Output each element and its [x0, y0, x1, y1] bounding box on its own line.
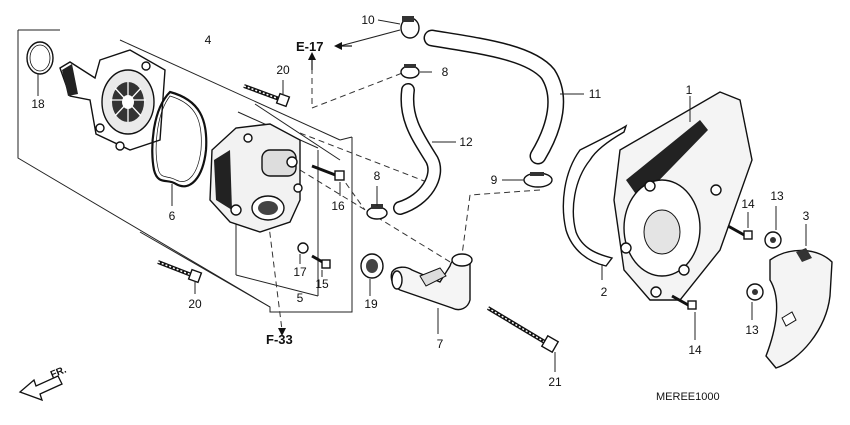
clamp-8-top [400, 64, 432, 79]
cover-gasket-2 [562, 124, 628, 280]
label-16: 16 [331, 199, 345, 213]
bolt-14-top [727, 212, 753, 240]
bolt-15 [311, 254, 331, 277]
label-7: 7 [437, 337, 444, 351]
ref-e17: E-17 [296, 39, 323, 54]
label-20-bottom: 20 [188, 297, 202, 311]
label-18: 18 [31, 97, 45, 111]
front-label: FR. [49, 364, 68, 380]
ref-f33: F-33 [266, 332, 293, 347]
hose-11 [423, 29, 584, 165]
o-ring-18 [26, 41, 54, 96]
label-2: 2 [601, 285, 608, 299]
label-13-bottom: 13 [745, 323, 759, 337]
label-19: 19 [364, 297, 378, 311]
gasket-6 [151, 90, 208, 206]
label-20-top: 20 [276, 63, 290, 77]
bolt-20-bottom [157, 260, 203, 294]
label-3: 3 [803, 209, 810, 223]
seal-19 [360, 253, 384, 296]
washer-17 [297, 242, 309, 264]
water-pump-body [59, 49, 166, 151]
hose-12 [393, 83, 456, 215]
label-14-top: 14 [741, 197, 755, 211]
label-5: 5 [297, 291, 304, 305]
label-17: 17 [293, 265, 307, 279]
bolt-21 [486, 306, 560, 372]
label-13-top: 13 [770, 189, 784, 203]
label-8-top: 8 [442, 65, 449, 79]
label-12: 12 [459, 135, 473, 149]
label-4: 4 [205, 33, 212, 47]
label-10: 10 [361, 13, 375, 27]
water-pump-cover-1 [613, 91, 753, 301]
grommet-13-top [764, 206, 782, 249]
arrow-e17 [334, 42, 352, 50]
clamp-10 [339, 16, 420, 47]
bolt-16 [311, 164, 345, 196]
label-9: 9 [491, 173, 498, 187]
label-15: 15 [315, 277, 329, 291]
label-11: 11 [589, 87, 602, 101]
bolt-14-bottom [671, 294, 697, 340]
label-14-bottom: 14 [688, 343, 702, 357]
arrow-up-e17 [308, 52, 316, 70]
clamp-8-bottom [366, 186, 388, 220]
side-cover-3 [765, 224, 833, 369]
arrow-f33 [278, 328, 286, 336]
clamp-9 [502, 172, 553, 188]
label-21: 21 [548, 375, 562, 389]
label-8-bottom: 8 [374, 169, 381, 183]
label-1: 1 [686, 83, 693, 97]
pump-housing [209, 123, 303, 233]
bolt-20-top [243, 80, 291, 108]
diagram-code: MEREE1000 [656, 391, 720, 403]
front-arrow-icon [18, 375, 63, 402]
grommet-13-bottom [746, 283, 764, 320]
label-6: 6 [169, 209, 176, 223]
elbow-pipe-7 [390, 253, 473, 334]
